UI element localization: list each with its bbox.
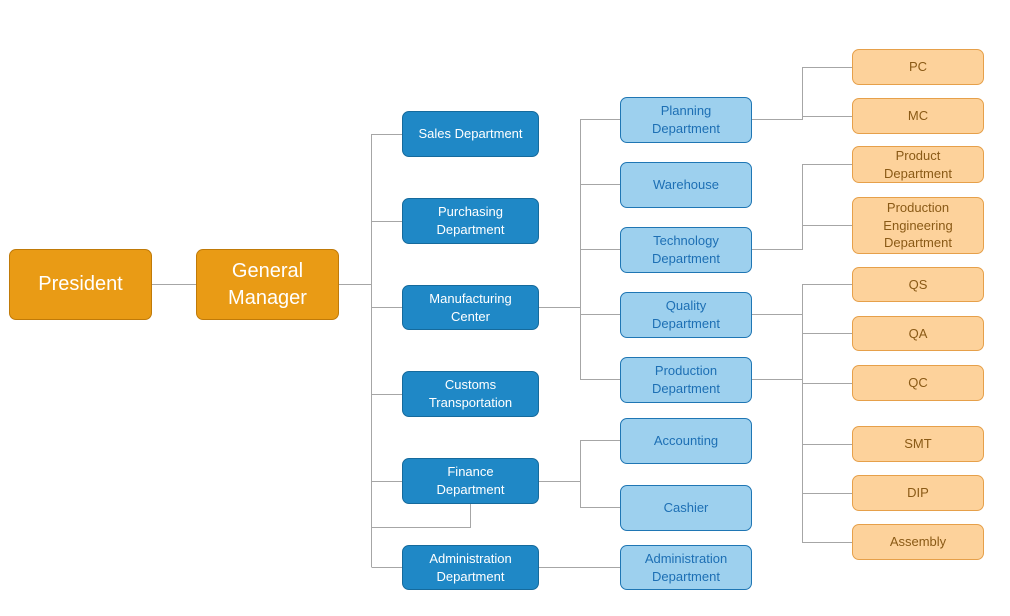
node-warehouse: Warehouse <box>620 162 752 208</box>
node-label: Administration Department <box>429 550 512 584</box>
node-label: Quality Department <box>652 298 720 331</box>
node-label: Customs Transportation <box>428 377 513 410</box>
node-label: SMT <box>904 436 932 452</box>
node-label: QS <box>908 276 928 292</box>
node-label: Accounting <box>653 433 719 449</box>
node-label: General Manager <box>228 259 307 309</box>
node-sales-department: Sales Department <box>402 111 539 157</box>
node-accounting: Accounting <box>620 418 752 464</box>
connector-finance-loop <box>371 504 471 528</box>
node-label: Production Engineering Department <box>883 200 953 251</box>
node-label: Planning Department <box>652 103 720 136</box>
node-label: QC <box>908 375 928 391</box>
node-label: Assembly <box>889 534 947 550</box>
node-label: Manufacturing Center <box>429 290 512 324</box>
node-customs-transportation: Customs Transportation <box>402 371 539 417</box>
node-label: Administration Department <box>644 550 728 584</box>
node-manufacturing-center: Manufacturing Center <box>402 285 539 330</box>
node-production-department: Production Department <box>620 357 752 403</box>
node-label: Technology Department <box>652 233 720 266</box>
node-quality-department: Quality Department <box>620 292 752 338</box>
node-label: Product Department <box>884 147 952 181</box>
node-qc: QC <box>852 365 984 401</box>
node-production-engineering-department: Production Engineering Department <box>852 197 984 254</box>
node-label: Finance Department <box>436 464 505 497</box>
node-administration-department: Administration Department <box>402 545 539 590</box>
node-label: PC <box>908 59 928 75</box>
node-pc: PC <box>852 49 984 85</box>
node-mc: MC <box>852 98 984 134</box>
node-president: President <box>9 249 152 320</box>
node-label: DIP <box>907 485 929 501</box>
node-planning-department: Planning Department <box>620 97 752 143</box>
node-administration-unit: Administration Department <box>620 545 752 590</box>
node-purchasing-department: Purchasing Department <box>402 198 539 244</box>
node-label: MC <box>907 108 929 124</box>
node-technology-department: Technology Department <box>620 227 752 273</box>
node-label: Production Department <box>652 363 720 396</box>
node-label: Warehouse <box>653 177 719 193</box>
node-general-manager: General Manager <box>196 249 339 320</box>
node-label: President <box>38 273 123 295</box>
node-label: Sales Department <box>418 126 523 142</box>
node-qa: QA <box>852 316 984 351</box>
node-finance-department: Finance Department <box>402 458 539 504</box>
node-cashier: Cashier <box>620 485 752 531</box>
node-qs: QS <box>852 267 984 302</box>
node-label: Purchasing Department <box>436 204 505 237</box>
node-smt: SMT <box>852 426 984 462</box>
node-product-department: Product Department <box>852 146 984 183</box>
node-assembly: Assembly <box>852 524 984 560</box>
node-label: QA <box>908 325 928 341</box>
node-dip: DIP <box>852 475 984 511</box>
node-label: Cashier <box>663 500 709 516</box>
